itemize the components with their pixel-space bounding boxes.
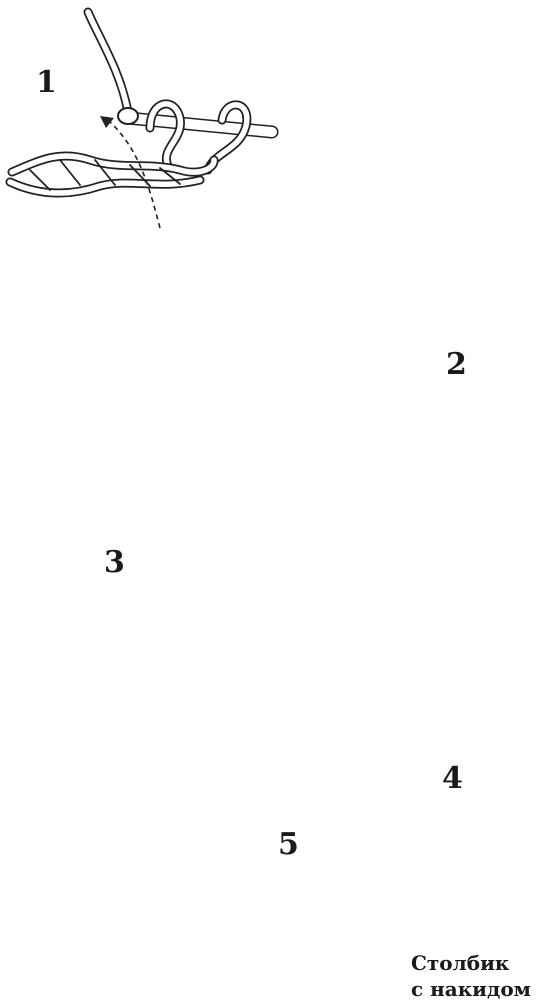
step-1-illustration [10,12,272,228]
step-number-2: 2 [446,350,467,380]
caption-line-1: Столбик [411,950,531,976]
caption: Столбик с накидом [411,950,531,1002]
step-number-5: 5 [278,830,299,860]
step-number-3: 3 [104,548,125,578]
step-number-1: 1 [36,68,57,98]
caption-line-2: с накидом [411,976,531,1002]
step-number-4: 4 [442,764,463,794]
